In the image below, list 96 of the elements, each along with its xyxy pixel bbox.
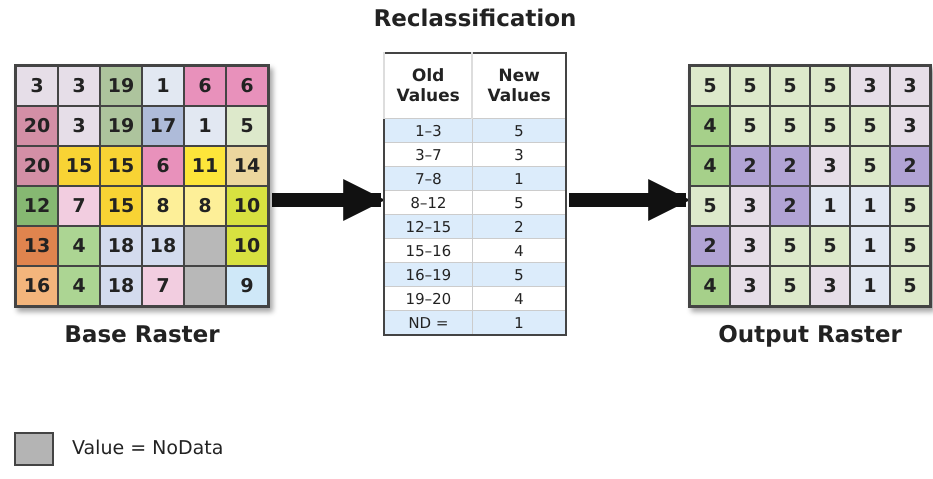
raster-cell: 5 <box>810 106 850 146</box>
table-cell: 3–7 <box>384 142 472 166</box>
arrow <box>569 179 690 221</box>
raster-cell: 5 <box>850 106 890 146</box>
raster-cell: 13 <box>16 226 58 266</box>
raster-cell: 3 <box>890 106 930 146</box>
raster-cell: 5 <box>890 186 930 226</box>
raster-cell: 5 <box>890 226 930 266</box>
raster-cell: 5 <box>690 186 730 226</box>
table-cell: 16–19 <box>384 262 472 286</box>
raster-cell: 15 <box>100 186 142 226</box>
table-cell: 5 <box>472 262 566 286</box>
raster-cell: 18 <box>142 226 184 266</box>
table-cell: 15–16 <box>384 238 472 262</box>
table-cell: 12–15 <box>384 214 472 238</box>
raster-cell: 10 <box>226 186 268 226</box>
raster-cell: 18 <box>100 226 142 266</box>
raster-cell: 2 <box>890 146 930 186</box>
legend-text: Value = NoData <box>72 437 224 459</box>
table-cell: 5 <box>472 190 566 214</box>
raster-cell: 3 <box>730 226 770 266</box>
raster-cell: 17 <box>142 106 184 146</box>
raster-cell: 15 <box>58 146 100 186</box>
table-cell: 19–20 <box>384 286 472 310</box>
table-cell: 7–8 <box>384 166 472 190</box>
raster-cell: 1 <box>142 66 184 106</box>
raster-cell: 19 <box>100 106 142 146</box>
table-cell: 3 <box>472 142 566 166</box>
raster-cell: 5 <box>890 266 930 306</box>
raster-cell: 4 <box>690 266 730 306</box>
table-cell: 1–3 <box>384 118 472 142</box>
raster-cell: 5 <box>690 66 730 106</box>
raster-cell: 8 <box>142 186 184 226</box>
raster-cell: 5 <box>810 66 850 106</box>
table-cell: 2 <box>472 214 566 238</box>
raster-cell: 11 <box>184 146 226 186</box>
raster-cell: 3 <box>16 66 58 106</box>
raster-cell: 5 <box>770 106 810 146</box>
raster-cell: 12 <box>16 186 58 226</box>
raster-cell: 2 <box>690 226 730 266</box>
table-cell: 4 <box>472 238 566 262</box>
raster-cell: 5 <box>226 106 268 146</box>
raster-cell: 6 <box>226 66 268 106</box>
raster-cell: 1 <box>184 106 226 146</box>
table-cell: 1 <box>472 310 566 335</box>
raster-cell: 3 <box>730 266 770 306</box>
table-cell: 5 <box>472 118 566 142</box>
raster-cell: 5 <box>730 66 770 106</box>
raster-cell: 18 <box>100 266 142 306</box>
raster-caption: Base Raster <box>63 322 221 348</box>
raster-cell: 2 <box>730 146 770 186</box>
table-cell: ND = <box>384 310 472 335</box>
raster-cell: 1 <box>850 226 890 266</box>
raster-cell: 3 <box>730 186 770 226</box>
table-cell: 8–12 <box>384 190 472 214</box>
raster-cell: 19 <box>100 66 142 106</box>
raster-cell: 4 <box>58 266 100 306</box>
raster-cell: 20 <box>16 146 58 186</box>
raster-cell: 6 <box>142 146 184 186</box>
table-cell: 1 <box>472 166 566 190</box>
raster-cell: 5 <box>770 226 810 266</box>
raster-cell: 3 <box>810 146 850 186</box>
raster-cell: 1 <box>850 186 890 226</box>
raster-cell: 1 <box>850 266 890 306</box>
raster-cell: 3 <box>58 66 100 106</box>
raster-cell: 4 <box>690 146 730 186</box>
raster-cell: 2 <box>770 186 810 226</box>
raster-cell: 8 <box>184 186 226 226</box>
raster-cell: 4 <box>58 226 100 266</box>
raster-cell: 4 <box>690 106 730 146</box>
table-cell: 4 <box>472 286 566 310</box>
raster-cell: 15 <box>100 146 142 186</box>
raster-cell: 3 <box>58 106 100 146</box>
raster-cell: 5 <box>730 106 770 146</box>
raster-cell: 16 <box>16 266 58 306</box>
raster-cell: 3 <box>850 66 890 106</box>
raster-cell: 5 <box>850 146 890 186</box>
raster-cell: 9 <box>226 266 268 306</box>
arrow <box>272 179 386 221</box>
raster-cell: 6 <box>184 66 226 106</box>
raster-cell: 10 <box>226 226 268 266</box>
raster-cell: 5 <box>770 66 810 106</box>
raster-caption: Output Raster <box>717 322 903 348</box>
raster-cell: 3 <box>810 266 850 306</box>
raster-cell: 5 <box>810 226 850 266</box>
column-header: New Values <box>472 53 566 118</box>
raster-cell: 5 <box>770 266 810 306</box>
raster-cell: 14 <box>226 146 268 186</box>
raster-cell: 3 <box>890 66 930 106</box>
raster-cell: 1 <box>810 186 850 226</box>
raster-cell: 7 <box>142 266 184 306</box>
diagram-title: Reclassification <box>372 6 578 32</box>
raster-cell: 20 <box>16 106 58 146</box>
raster-cell: 7 <box>58 186 100 226</box>
raster-cell: 2 <box>770 146 810 186</box>
column-header: Old Values <box>384 53 472 118</box>
